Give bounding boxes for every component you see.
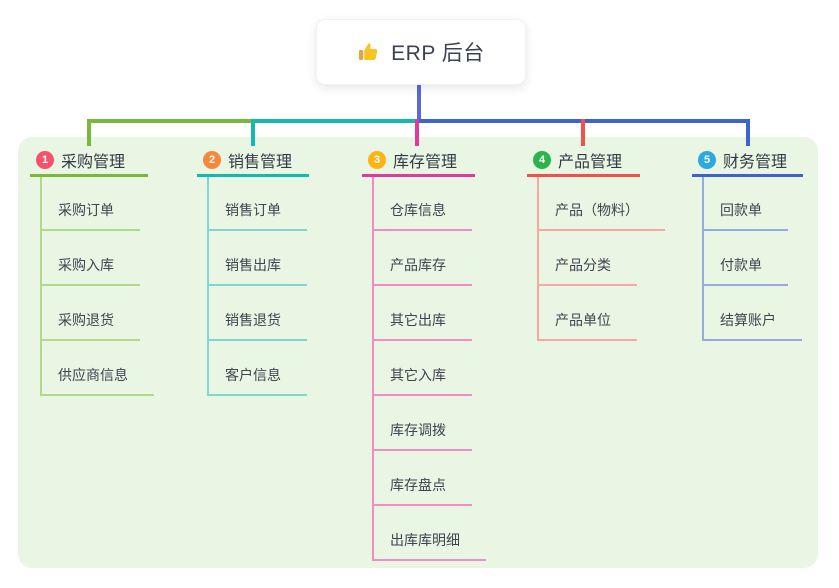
root-title: ERP 后台 bbox=[391, 42, 485, 65]
branch-number-badge: 1 bbox=[36, 151, 54, 169]
branch-title: 库存管理 bbox=[393, 154, 458, 171]
branch-spine-line bbox=[702, 177, 704, 341]
branch-underline bbox=[197, 174, 309, 177]
branch-number-badge: 2 bbox=[203, 151, 221, 169]
node-item[interactable]: 采购入库 bbox=[40, 256, 140, 286]
branch-title: 销售管理 bbox=[228, 154, 293, 171]
node-item[interactable]: 销售出库 bbox=[207, 256, 307, 286]
thumbs-up-icon bbox=[357, 40, 381, 64]
node-item[interactable]: 产品（物料） bbox=[537, 201, 665, 231]
branch-underline bbox=[692, 174, 803, 177]
connector-horizontal-sales bbox=[254, 119, 419, 123]
node-item[interactable]: 其它出库 bbox=[372, 311, 472, 341]
branch-header-purchase[interactable]: 1 采购管理 bbox=[30, 146, 148, 174]
branch-spine-line bbox=[372, 177, 374, 561]
node-item[interactable]: 产品分类 bbox=[537, 256, 637, 286]
branch-header-sales[interactable]: 2 销售管理 bbox=[197, 146, 309, 174]
node-item[interactable]: 库存调拨 bbox=[372, 421, 472, 451]
node-item[interactable]: 客户信息 bbox=[207, 366, 307, 396]
branch-underline bbox=[362, 174, 475, 177]
branch-header-product[interactable]: 4 产品管理 bbox=[527, 146, 640, 174]
connector-drop-finance bbox=[746, 119, 750, 146]
root-connector-line bbox=[417, 83, 421, 123]
node-item[interactable]: 销售订单 bbox=[207, 201, 307, 231]
node-item[interactable]: 供应商信息 bbox=[40, 366, 154, 396]
branch-header-inventory[interactable]: 3 库存管理 bbox=[362, 146, 475, 174]
node-item[interactable]: 回款单 bbox=[702, 201, 788, 231]
branch-number-badge: 4 bbox=[533, 151, 551, 169]
node-item[interactable]: 采购退货 bbox=[40, 311, 140, 341]
node-item[interactable]: 其它入库 bbox=[372, 366, 472, 396]
node-item[interactable]: 出库库明细 bbox=[372, 531, 486, 561]
mindmap-board-background bbox=[18, 137, 818, 568]
connector-drop-purchase bbox=[87, 119, 91, 146]
branch-number-badge: 5 bbox=[698, 151, 716, 169]
node-item[interactable]: 销售退货 bbox=[207, 311, 307, 341]
branch-underline bbox=[527, 174, 640, 177]
connector-drop-product bbox=[581, 119, 585, 146]
branch-title: 采购管理 bbox=[61, 154, 126, 171]
node-item[interactable]: 付款单 bbox=[702, 256, 788, 286]
root-node[interactable]: ERP 后台 bbox=[316, 19, 526, 85]
node-item[interactable]: 库存盘点 bbox=[372, 476, 472, 506]
node-item[interactable]: 采购订单 bbox=[40, 201, 140, 231]
branch-title: 产品管理 bbox=[558, 154, 623, 171]
connector-drop-inventory bbox=[415, 119, 419, 146]
branch-header-finance[interactable]: 5 财务管理 bbox=[692, 146, 803, 174]
connector-horizontal-purchase bbox=[88, 119, 254, 123]
branch-spine-line bbox=[207, 177, 209, 396]
node-item[interactable]: 产品库存 bbox=[372, 256, 472, 286]
branch-title: 财务管理 bbox=[723, 154, 788, 171]
node-item[interactable]: 产品单位 bbox=[537, 311, 637, 341]
branch-spine-line bbox=[40, 177, 42, 396]
node-item[interactable]: 仓库信息 bbox=[372, 201, 472, 231]
branch-underline bbox=[30, 174, 148, 177]
connector-drop-sales bbox=[251, 119, 255, 146]
branch-number-badge: 3 bbox=[368, 151, 386, 169]
branch-spine-line bbox=[537, 177, 539, 341]
node-item[interactable]: 结算账户 bbox=[702, 311, 802, 341]
